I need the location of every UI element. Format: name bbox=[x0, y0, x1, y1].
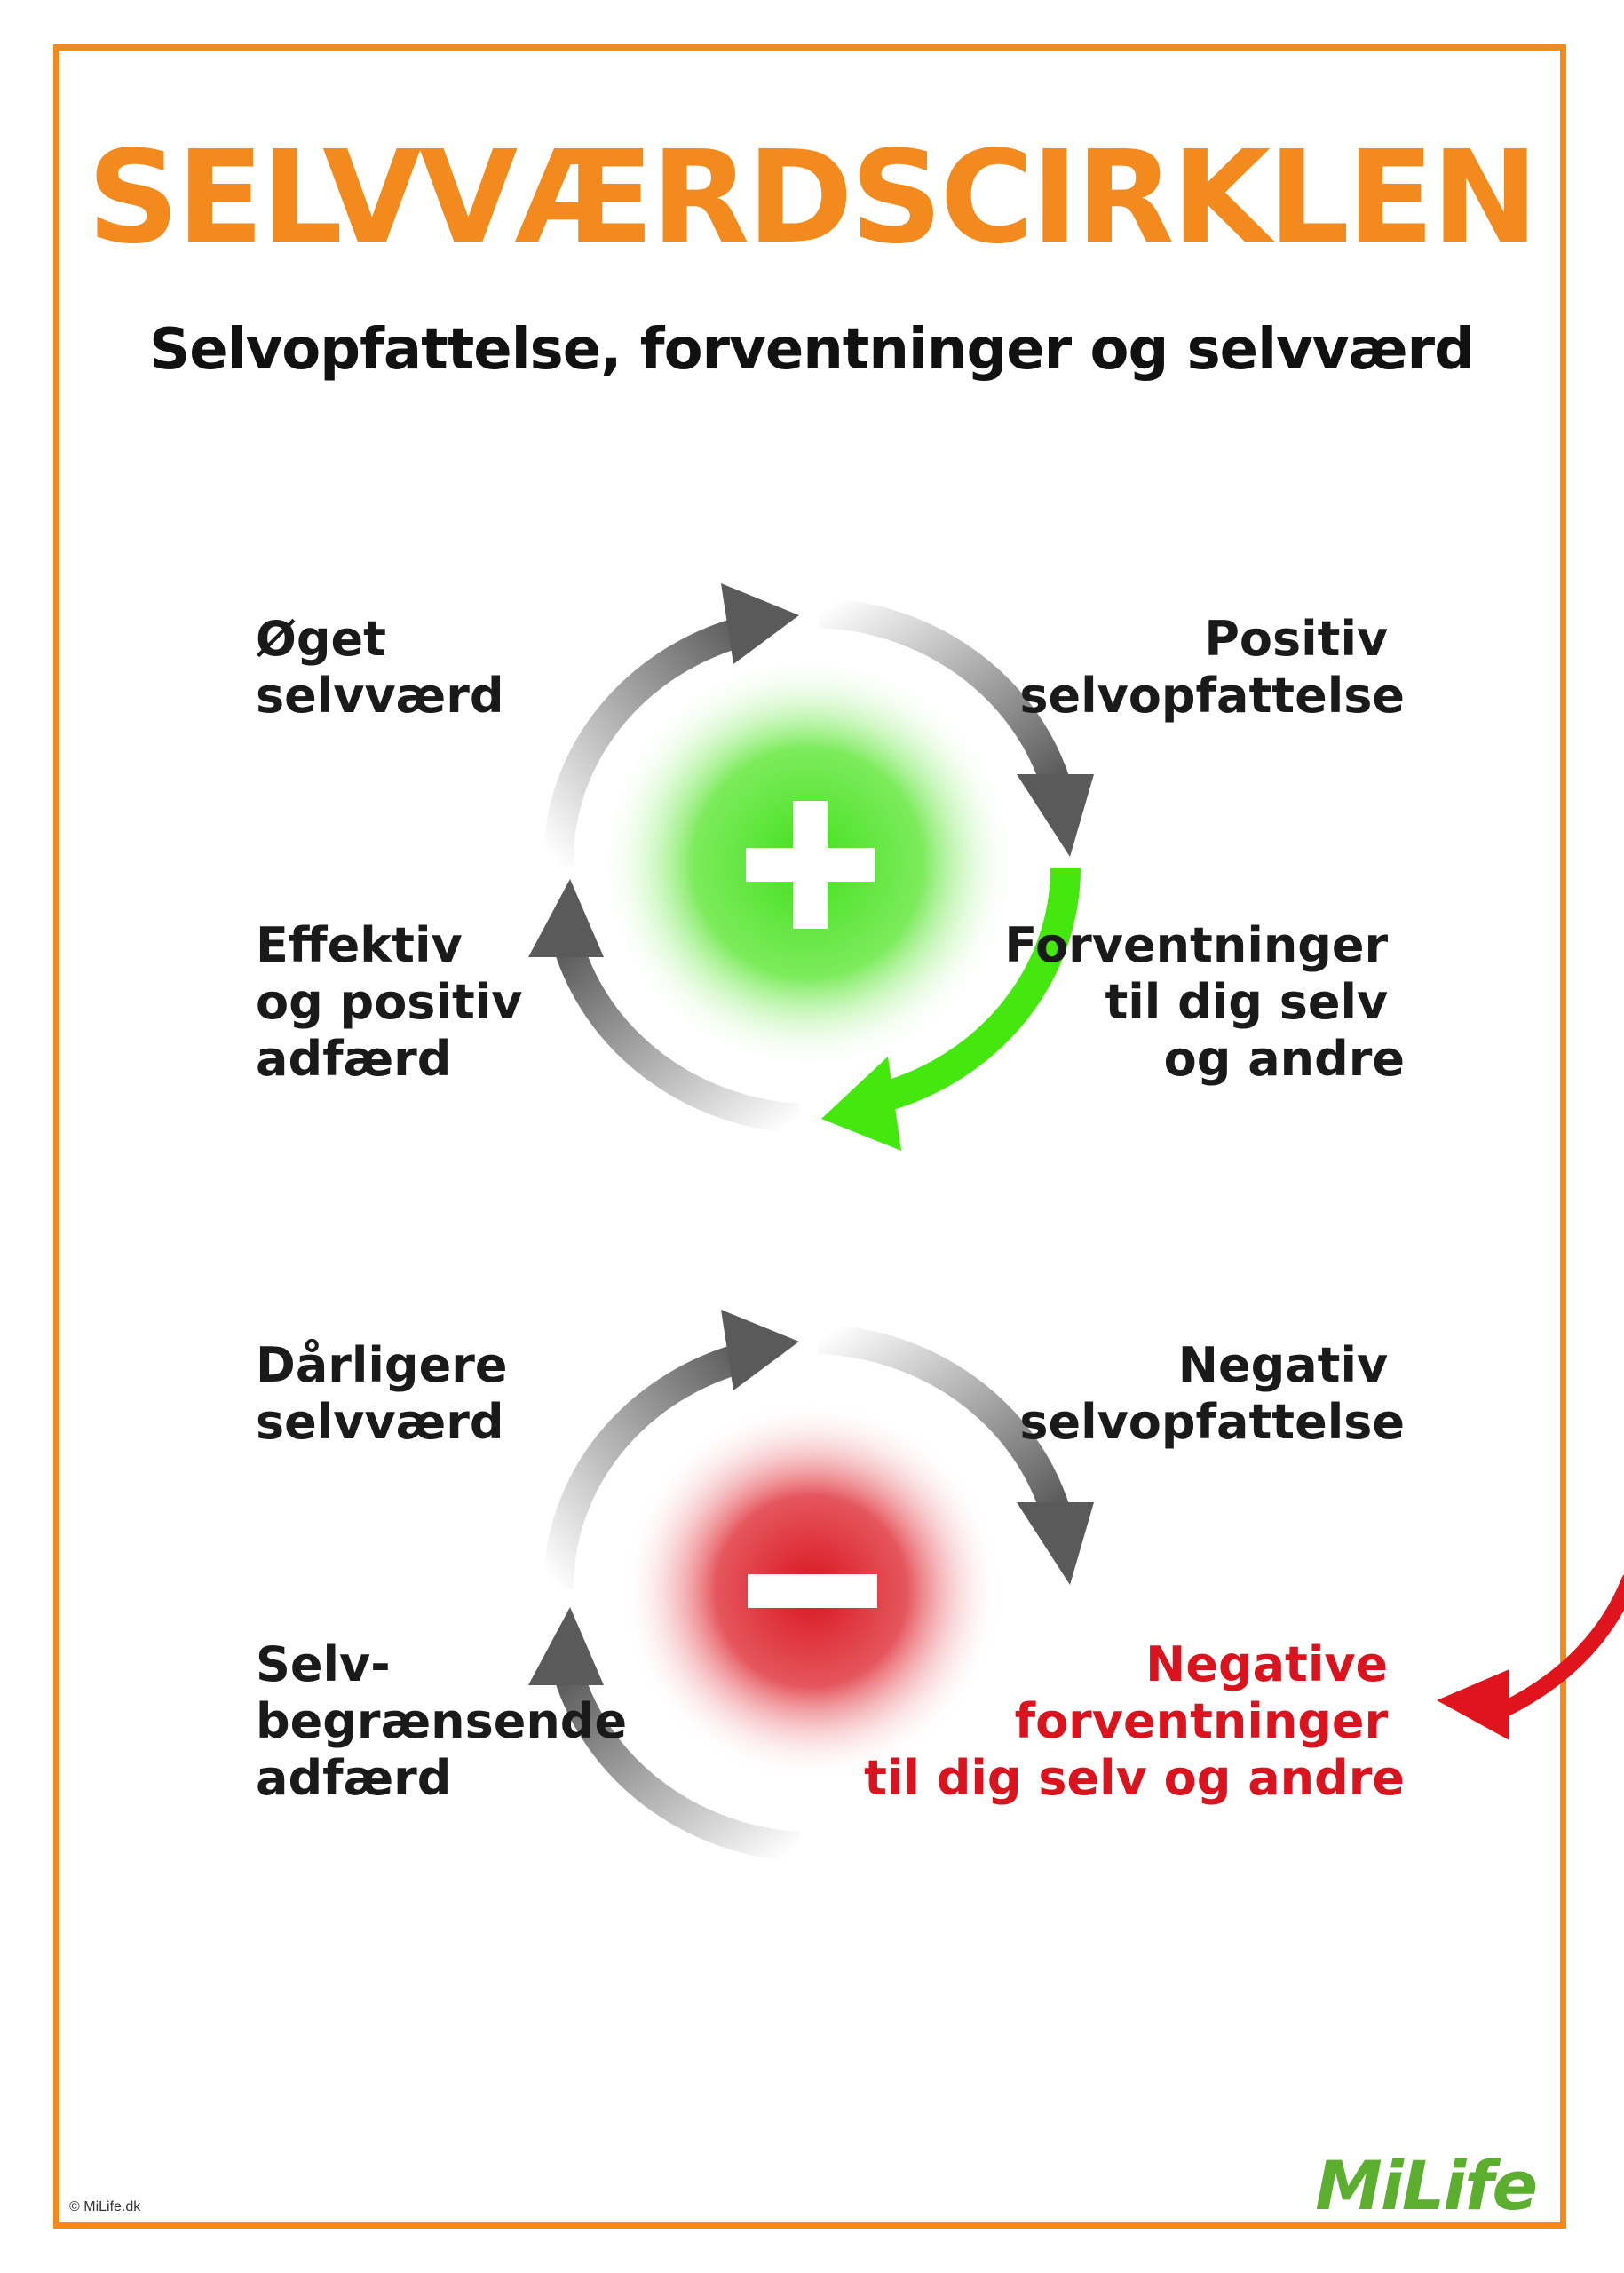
positive-cycle: Øget selvværd Positiv selvopfattelse For… bbox=[256, 583, 1405, 1151]
red-pointer-arrow[interactable] bbox=[1484, 1574, 1624, 1723]
arrow-head-top-right-negative bbox=[1017, 1502, 1094, 1585]
arrow-top-left-negative bbox=[543, 1342, 750, 1590]
label-negative-expectations: Negative forventninger til dig selv og a… bbox=[864, 1636, 1405, 1806]
page-subtitle: Selvopfattelse, forventninger og selvvær… bbox=[149, 317, 1474, 383]
negative-cycle: Dårligere selvværd Negativ selvopfattels… bbox=[256, 1310, 1624, 1862]
label-worse-selfworth: Dårligere selvværd bbox=[256, 1337, 524, 1450]
milife-logo[interactable]: MiLife bbox=[1315, 2146, 1538, 2225]
page-frame bbox=[53, 44, 1566, 2229]
arrow-head-bottom-right-positive bbox=[821, 1057, 901, 1151]
page-title: SELVVÆRDSCIRKLEN bbox=[87, 123, 1536, 272]
arrow-head-bottom-left-positive bbox=[528, 879, 604, 957]
red-pointer-arrow-head bbox=[1437, 1669, 1509, 1740]
plus-icon-vertical bbox=[793, 801, 828, 929]
arrow-head-top-left-negative bbox=[721, 1310, 799, 1390]
label-effective-behaviour: Effektiv og positiv adfærd bbox=[256, 917, 539, 1087]
label-negative-selfperception: Negativ selvopfattelse bbox=[1019, 1337, 1405, 1450]
arrow-head-top-left-positive bbox=[721, 583, 799, 664]
arrow-head-bottom-left-negative bbox=[528, 1607, 604, 1685]
label-positive-selfperception: Positiv selvopfattelse bbox=[1019, 611, 1405, 724]
arrow-bottom-left-positive bbox=[553, 940, 801, 1134]
arrow-bottom-left-negative bbox=[553, 1668, 801, 1862]
arrow-top-right-positive bbox=[818, 598, 1070, 787]
minus-icon bbox=[748, 1574, 877, 1608]
label-expectations: Forventninger til dig selv og andre bbox=[1004, 917, 1405, 1087]
label-increased-selfworth: Øget selvværd bbox=[256, 611, 504, 724]
copyright-text: © MiLife.dk bbox=[69, 2199, 141, 2214]
arrow-top-left-positive bbox=[543, 615, 750, 867]
arrow-head-top-right-positive bbox=[1017, 774, 1094, 857]
arrow-bottom-right-positive[interactable] bbox=[875, 867, 1081, 1113]
arrow-top-right-negative bbox=[818, 1324, 1070, 1515]
label-self-limiting-behaviour: Selv- begrænsende adfærd bbox=[256, 1636, 644, 1806]
